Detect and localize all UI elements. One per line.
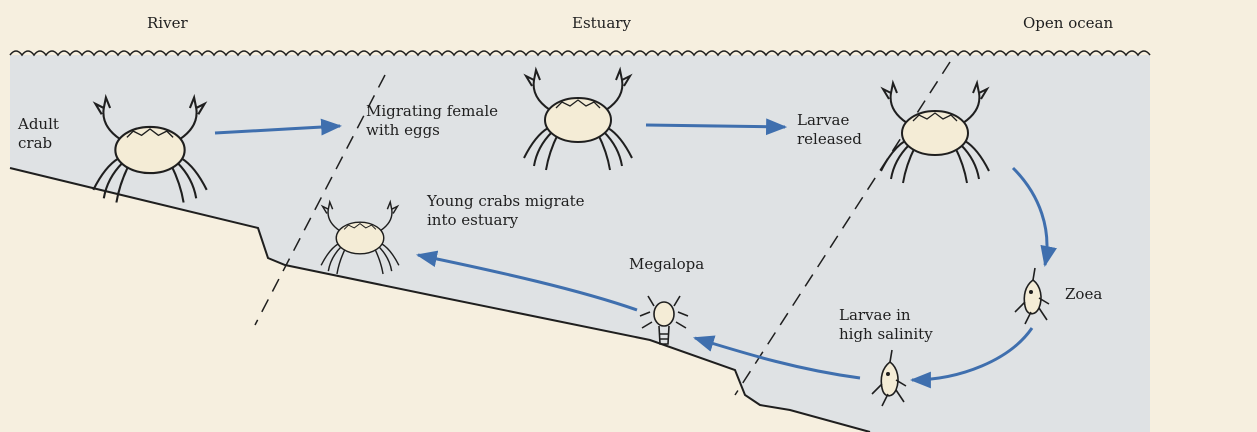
label-migrating-female: Migrating female with eggs (366, 102, 498, 140)
label-zoea: Zoea (1065, 285, 1102, 304)
zone-label-river: River (147, 14, 188, 33)
label-larvae-high-salinity: Larvae in high salinity (839, 306, 933, 344)
label-young-crabs: Young crabs migrate into estuary (427, 192, 585, 230)
zone-label-open-ocean: Open ocean (1023, 14, 1113, 33)
arrow-female-to-released (646, 125, 785, 127)
label-larvae-released: Larvae released (797, 111, 862, 149)
zone-label-estuary: Estuary (572, 14, 631, 33)
label-megalopa: Megalopa (629, 255, 704, 274)
label-adult-crab: Adult crab (18, 115, 59, 153)
